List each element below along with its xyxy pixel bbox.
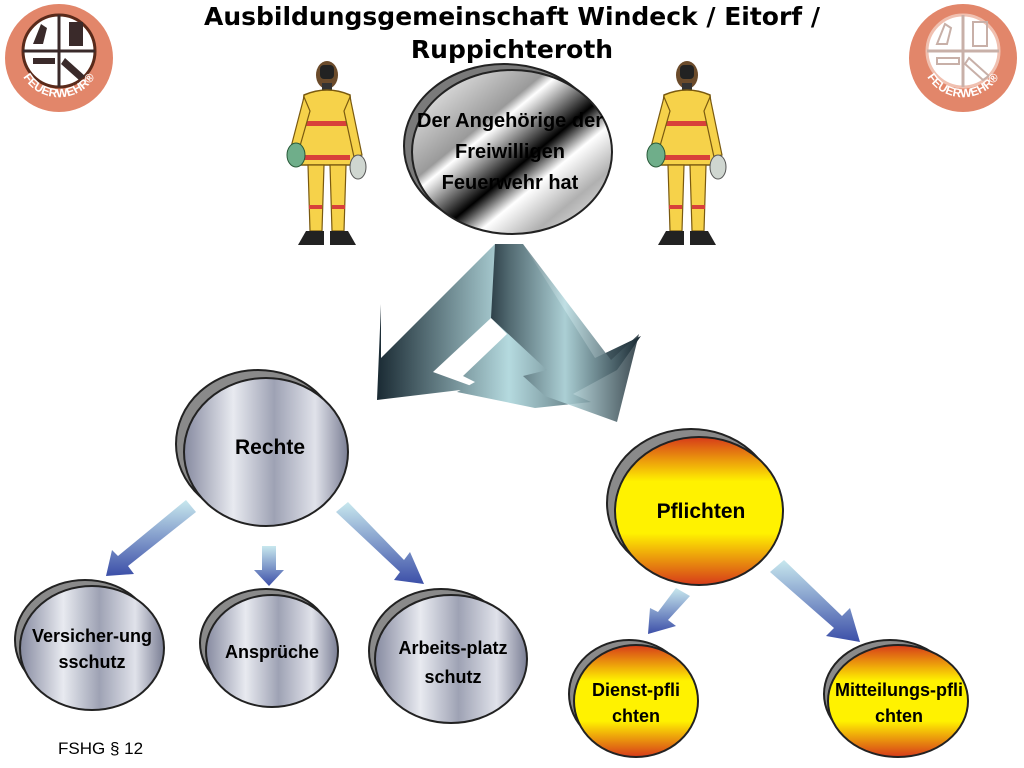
rights-child-label: Ansprüche [224,641,320,662]
footer-reference: FSHG § 12 [58,739,144,758]
fire-brigade-logo-right: FEUERWEHR® [907,2,1019,114]
duties-label: Pflichten [656,500,746,523]
fire-brigade-logo-left: FEUERWEHR® [3,2,115,114]
arrow-down-icon [254,546,284,586]
rights-child-node: Arbeits-platzschutz [365,585,533,733]
duties-child-node: Dienst-pflichten [565,636,705,764]
rights-child-node: Versicher-ungsschutz [11,576,171,718]
page-title: Ausbildungsgemeinschaft Windeck / Eitorf… [203,2,821,64]
firefighter-figure-icon [282,55,372,255]
rights-child-label: Arbeits-platzschutz [398,638,508,687]
arrow-down-right-icon [770,560,860,642]
duties-node: Pflichten [603,423,798,595]
rights-child-node: Ansprüche [196,585,346,713]
rights-child-label: Versicher-ungsschutz [31,626,153,672]
rights-node: Rechte [172,366,360,538]
center-node: Der Angehörige der Freiwilligen Feuerweh… [398,62,618,240]
split-arrow [375,242,643,437]
arrow-down-right-icon [336,502,424,584]
duties-child-node: Mitteilungs-pflichten [818,636,978,764]
duties-child-label: Mitteilungs-pflichten [835,680,963,726]
arrow-down-left-icon [106,500,196,576]
arrow-down-left-icon [648,588,690,634]
rights-label: Rechte [234,436,306,459]
center-node-label: Der Angehörige der Freiwilligen Feuerweh… [417,109,603,194]
duties-child-label: Dienst-pflichten [592,680,680,726]
firefighter-figure-icon [642,55,732,255]
